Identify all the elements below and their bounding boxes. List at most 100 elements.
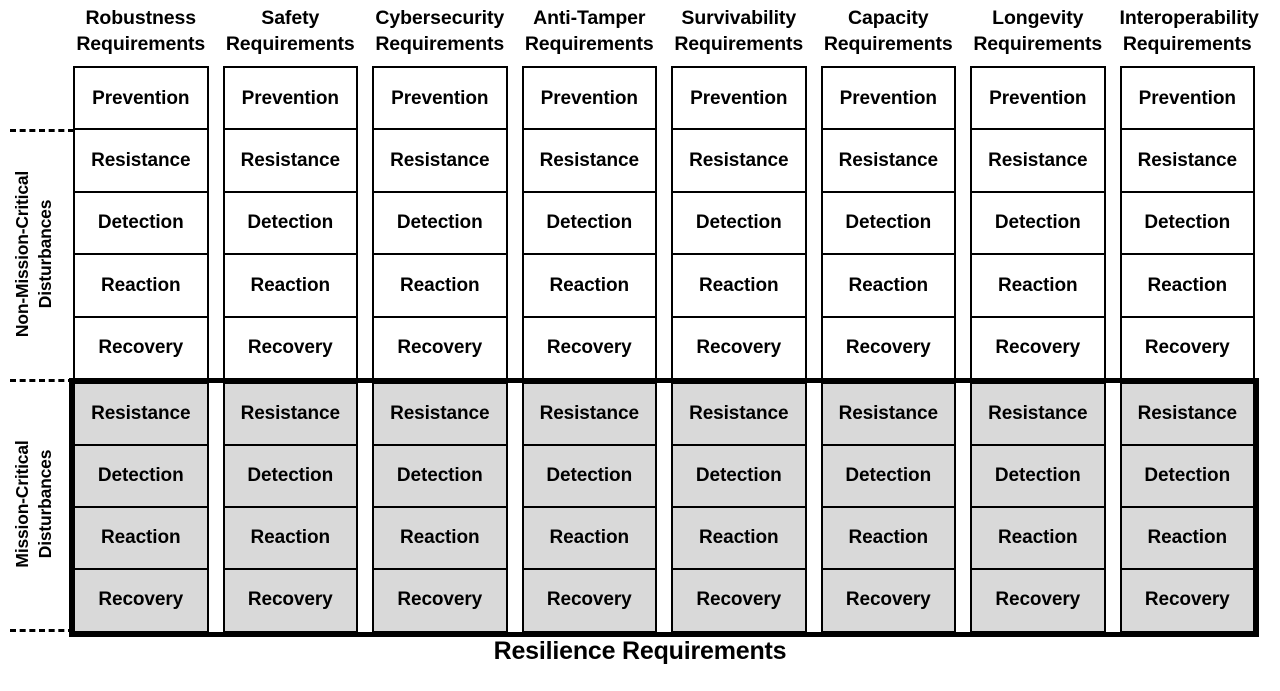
matrix-cell: Detection [1119, 444, 1255, 509]
matrix-cell: Reaction [1119, 506, 1255, 571]
matrix-cell: Detection [970, 444, 1106, 509]
matrix-cell: Recovery [521, 315, 657, 381]
matrix-cell: Reaction [671, 253, 807, 319]
matrix-cell: Recovery [222, 568, 358, 633]
matrix-cell: Detection [372, 190, 508, 256]
column-header-qualifier: Requirements [1122, 33, 1252, 55]
matrix-cell: Reaction [521, 506, 657, 571]
matrix-cell: Recovery [970, 568, 1106, 633]
matrix-cell: Resistance [820, 382, 956, 447]
matrix-cell: Detection [820, 190, 956, 256]
matrix-cell: Resistance [970, 382, 1106, 447]
column-header-name: Survivability [681, 7, 797, 29]
column-header-name: Capacity [848, 7, 929, 29]
matrix-cell: Prevention [1119, 66, 1255, 131]
matrix-cell: Prevention [73, 66, 209, 131]
matrix-cell: Detection [521, 190, 657, 256]
matrix-cell: Resistance [521, 382, 657, 447]
matrix-cell: Recovery [73, 568, 209, 633]
matrix-cell: Detection [222, 190, 358, 256]
matrix-cell: Recovery [372, 568, 508, 633]
matrix-cell: Recovery [372, 315, 508, 381]
matrix-cell: Detection [671, 190, 807, 256]
matrix-cell: Detection [1119, 190, 1255, 256]
matrix-cell: Resistance [820, 128, 956, 194]
matrix-cell: Resistance [372, 382, 508, 447]
matrix-cell: Reaction [73, 253, 209, 319]
matrix-cell: Reaction [372, 253, 508, 319]
matrix-cell: Resistance [671, 128, 807, 194]
matrix-cell: Reaction [970, 253, 1106, 319]
matrix-cell: Detection [671, 444, 807, 509]
matrix-cell: Recovery [820, 315, 956, 381]
matrix-cell: Resistance [222, 128, 358, 194]
matrix-cell: Recovery [970, 315, 1106, 381]
matrix-cell: Resistance [970, 128, 1106, 194]
matrix-cell: Recovery [73, 315, 209, 381]
matrix-cell: Reaction [222, 253, 358, 319]
column-header-qualifier: Requirements [76, 33, 206, 55]
matrix-cell: Prevention [970, 66, 1106, 131]
column-header-qualifier: Requirements [524, 33, 654, 55]
matrix-cell: Recovery [820, 568, 956, 633]
matrix-cell: Reaction [73, 506, 209, 571]
matrix-cell: Detection [73, 190, 209, 256]
column-header-qualifier: Requirements [823, 33, 953, 55]
row-group-label-line-1: Mission-Critical [12, 440, 32, 568]
column-header-qualifier: Requirements [375, 33, 505, 55]
column-header-name: Longevity [992, 7, 1084, 29]
matrix-cell: Prevention [372, 66, 508, 131]
matrix-cell: Resistance [1119, 128, 1255, 194]
column-header-qualifier: Requirements [973, 33, 1103, 55]
matrix-cell: Prevention [671, 66, 807, 131]
matrix-cell: Recovery [671, 315, 807, 381]
row-group-label-line-2: Disturbances [35, 199, 55, 309]
matrix-cell: Reaction [820, 253, 956, 319]
matrix-cell: Reaction [970, 506, 1106, 571]
matrix-cell: Resistance [222, 382, 358, 447]
column-header-name: Cybersecurity [375, 7, 505, 29]
column-header-name: Anti-Tamper [533, 7, 646, 29]
column-header-qualifier: Requirements [225, 33, 355, 55]
matrix-cell: Prevention [521, 66, 657, 131]
matrix-cell: Resistance [521, 128, 657, 194]
matrix-cell: Resistance [73, 382, 209, 447]
matrix-cell: Detection [970, 190, 1106, 256]
matrix-cell: Recovery [671, 568, 807, 633]
column-header-name: Robustness [85, 7, 197, 29]
column-header-name: Interoperability [1119, 7, 1259, 29]
matrix-cell: Detection [73, 444, 209, 509]
matrix-cell: Prevention [820, 66, 956, 131]
dashed-line-middle [10, 379, 74, 382]
matrix-cell: Resistance [73, 128, 209, 194]
matrix-cell: Reaction [671, 506, 807, 571]
matrix-cell: Detection [222, 444, 358, 509]
matrix-cell: Resistance [1119, 382, 1255, 447]
matrix-cell: Resistance [372, 128, 508, 194]
matrix-cell: Recovery [1119, 315, 1255, 381]
matrix-cell: Detection [820, 444, 956, 509]
matrix-cell: Recovery [1119, 568, 1255, 633]
matrix-cell: Detection [521, 444, 657, 509]
axis-title: Resilience Requirements [493, 637, 787, 665]
column-header-qualifier: Requirements [674, 33, 804, 55]
column-header-name: Safety [261, 7, 320, 29]
matrix-cell: Detection [372, 444, 508, 509]
dashed-line-top [10, 129, 74, 132]
row-group-label-line-1: Non-Mission-Critical [12, 170, 32, 338]
dashed-line-bottom [10, 629, 74, 632]
matrix-cell: Reaction [820, 506, 956, 571]
matrix-cell: Reaction [1119, 253, 1255, 319]
matrix-cell: Reaction [222, 506, 358, 571]
